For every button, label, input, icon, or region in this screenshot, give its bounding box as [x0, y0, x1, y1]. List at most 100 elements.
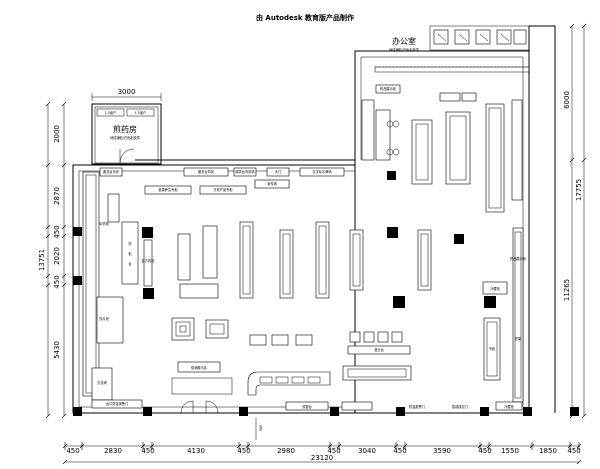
dimension-top: 3000	[118, 88, 136, 96]
pharmacy-window-2: 1.5窗户	[135, 110, 146, 115]
dimension-tick	[61, 273, 67, 279]
top-counters	[99, 167, 345, 195]
bottom-bar-label: 出口防盗报警门	[106, 401, 128, 406]
dimension-tick	[581, 413, 587, 419]
cabinet-box-label: 冷藏柜	[490, 286, 500, 291]
pharmacy-room-label: 煎药房	[113, 124, 137, 134]
dimension-tick	[61, 162, 67, 168]
dimension-bottom-total: 23120	[311, 454, 333, 462]
dimension-tick	[61, 413, 67, 419]
dim-bottom-6: 450	[327, 447, 340, 455]
dimension-right-total: 17755	[575, 179, 583, 201]
dimension-tick	[45, 233, 51, 239]
dim-bottom-5: 2980	[277, 447, 295, 455]
dim-bottom-10: 450	[478, 447, 491, 455]
dim-bottom-12: 1850	[539, 447, 557, 455]
center-left-fixtures	[171, 225, 233, 395]
dimension-tick	[581, 23, 587, 29]
left-box-label: 文化墙	[97, 380, 107, 385]
dim-left-0: 2000	[53, 125, 61, 143]
left-wall-label-2: 饮片柜	[99, 316, 109, 321]
left-col-label-1: 药	[128, 241, 131, 246]
title: 由 Autodesk 教育版产品制作	[256, 13, 354, 22]
dim-bottom-3: 4130	[187, 447, 205, 455]
middle-col-label: 处方药品	[142, 258, 155, 263]
right-top-label: 药品展示柜	[380, 86, 397, 91]
left-dimension-labels: 2000 2870 450 2020 450 5430	[53, 125, 61, 359]
window-display-label: 宣传墙	[267, 181, 277, 186]
right-center-label: 专柜	[489, 346, 496, 351]
pharmacy-room-sublabel: 地砖铺贴/白色乳胶漆	[110, 135, 141, 140]
office-room-sublabel: 地砖铺贴/白色乳胶漆	[389, 47, 420, 52]
dimension-tick	[61, 233, 67, 239]
dimension-tick	[569, 413, 575, 419]
main-entrance-doors	[180, 400, 219, 414]
dimension-tick	[45, 101, 51, 107]
dim-bottom-13: 450	[567, 447, 580, 455]
walls	[72, 25, 556, 414]
left-dimension-ticks	[45, 101, 67, 419]
dimension-left-total: 13751	[38, 249, 46, 271]
dimension-door: 900	[259, 425, 263, 431]
dimension-tick	[45, 224, 51, 230]
dim-left-2: 450	[53, 225, 61, 238]
dimension-tick	[569, 157, 575, 163]
stand-label: 营业台	[374, 347, 384, 352]
counter-top-row-2-label: 疗效产品专柜	[213, 187, 233, 192]
counter-top-row-1-label: 健康养生专柜	[158, 187, 178, 192]
right-side-label: 药品展示柜	[510, 256, 527, 261]
bottom-right-label-2: 智能感应门	[452, 404, 468, 409]
dim-left-1: 2870	[53, 187, 61, 205]
bottom-center-label: 收银台	[302, 404, 312, 409]
dimension-tick	[62, 459, 68, 465]
dimension-tick	[576, 459, 582, 465]
left-wall-shelving	[82, 171, 153, 409]
dimension-tick	[61, 282, 67, 288]
cashier-counter	[247, 371, 373, 411]
dim-left-5: 5430	[53, 341, 61, 359]
counter-top-left-label: 服务台背景	[103, 169, 119, 174]
dimension-tick	[45, 282, 51, 288]
columns	[73, 171, 579, 416]
right-side-label-2: 货架	[515, 336, 522, 341]
dim-left-3: 2020	[53, 247, 61, 265]
right-dimension-ticks	[569, 23, 587, 419]
dimension-tick	[45, 413, 51, 419]
bottom-right-label-1: 防盗报警门	[409, 404, 425, 409]
dim-bottom-9: 3590	[433, 447, 451, 455]
center-display-label: 促销展示区	[191, 365, 208, 370]
dim-bottom-8: 450	[393, 447, 406, 455]
left-wall-label-1: 中药柜	[99, 221, 109, 226]
dimension-tick	[61, 224, 67, 230]
dimension-tick	[61, 101, 67, 107]
left-col-label-3: 台	[128, 261, 131, 266]
dim-left-4: 450	[53, 275, 61, 288]
left-col-label-2: 柜	[128, 251, 132, 256]
dim-bottom-0: 450	[66, 447, 79, 455]
top-right-long-label: 文字标示牌墙	[312, 169, 332, 174]
dim-bottom-11: 1550	[501, 447, 519, 455]
dimension-tick	[581, 157, 587, 163]
office-desks	[429, 25, 530, 51]
top-center-label: 服务台背景墙	[235, 169, 255, 174]
pharmacy-window-1: 1.5窗户	[105, 110, 116, 115]
dimension-tick	[45, 162, 51, 168]
bottom-dimension-labels: 450 2830 450 4130 450 2980 450 3040 450 …	[66, 447, 580, 455]
bottom-dimension-ticks	[62, 442, 582, 465]
right-dimension-labels: 6000 11265	[563, 91, 571, 301]
gondola-shelves	[239, 221, 432, 299]
dimension-tick	[569, 23, 575, 29]
office-room-label: 办公室	[392, 36, 416, 46]
dimension-tick	[45, 273, 51, 279]
office-fixtures	[361, 84, 523, 213]
lower-center-fixtures	[249, 331, 412, 381]
dim-right-1: 11265	[563, 279, 571, 301]
dim-bottom-7: 3040	[358, 447, 376, 455]
dim-bottom-1: 2830	[104, 447, 122, 455]
dim-bottom-2: 450	[141, 447, 154, 455]
dim-right-0: 6000	[563, 91, 571, 109]
counter-center-label: 服务台背景	[198, 169, 214, 174]
dim-bottom-4: 450	[237, 447, 250, 455]
bottom-far-right-label: 冷藏柜	[504, 404, 514, 409]
